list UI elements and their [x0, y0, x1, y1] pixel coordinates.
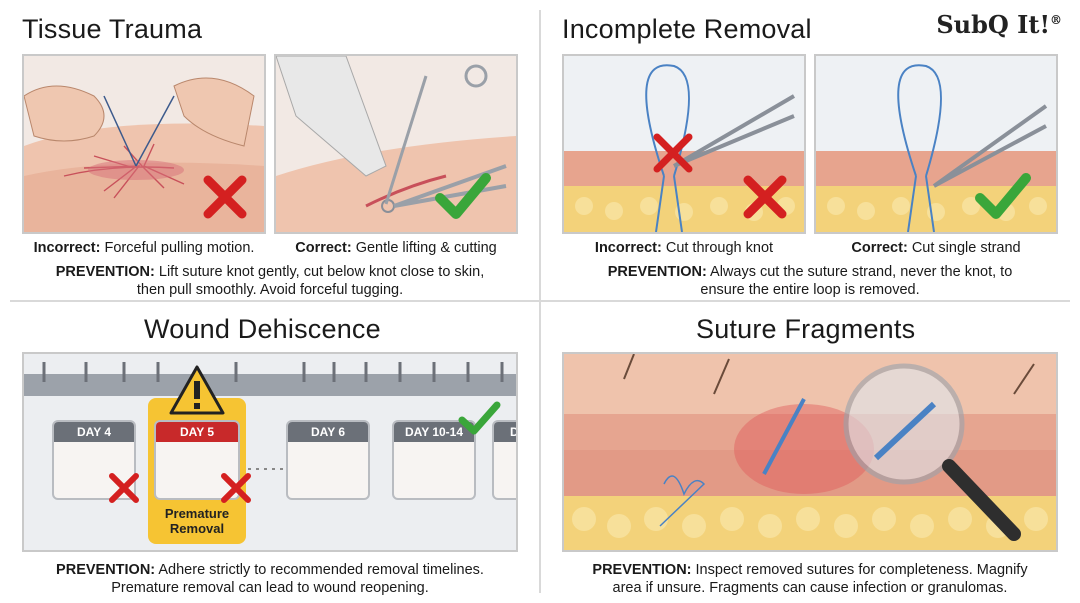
- incomplete-incorrect-caption: Incorrect: Cut through knot: [594, 240, 774, 256]
- correct-check-icon: [432, 168, 492, 224]
- horizontal-divider: [10, 300, 1070, 302]
- tissue-correct-illustration: [274, 54, 518, 234]
- warning-icon: [168, 364, 226, 416]
- day-card-10-14-header: DAY 10-14: [394, 422, 474, 442]
- day5-x-icon: [218, 470, 254, 506]
- tissue-correct-caption: Correct: Gentle lifting & cutting: [295, 240, 497, 256]
- day-card-6-header: DAY 6: [288, 422, 368, 442]
- suture-fragments-title: Suture Fragments: [696, 314, 916, 344]
- incomplete-correct-illustration: [814, 54, 1058, 234]
- incorrect-x-icon-2: [740, 172, 790, 222]
- dehiscence-prevention: PREVENTION: Adhere strictly to recommend…: [56, 562, 484, 596]
- brand-logo: SubQ It!®: [936, 10, 1062, 39]
- incomplete-removal-title: Incomplete Removal: [562, 14, 812, 44]
- tissue-trauma-title: Tissue Trauma: [22, 14, 203, 44]
- day-card-4-header: DAY 4: [54, 422, 134, 442]
- day-card-6: DAY 6: [286, 420, 370, 500]
- day-card-next-header: D: [494, 422, 516, 442]
- tissue-incorrect-caption: Incorrect: Forceful pulling motion.: [33, 240, 255, 256]
- day-card-10-14: DAY 10-14: [392, 420, 476, 500]
- incomplete-prevention: PREVENTION: Always cut the suture strand…: [607, 264, 1013, 298]
- wound-dehiscence-title: Wound Dehiscence: [144, 314, 381, 344]
- day-card-5-header: DAY 5: [156, 422, 238, 442]
- day-card-5: DAY 5: [154, 420, 240, 500]
- fragments-illustration: [562, 352, 1058, 552]
- correct-check-icon-2: [972, 168, 1032, 224]
- knot-x-icon: [650, 130, 696, 176]
- incomplete-correct-caption: Correct: Cut single strand: [851, 240, 1021, 256]
- day10-check-icon: [456, 398, 502, 438]
- day4-x-icon: [106, 470, 142, 506]
- incorrect-x-icon: [200, 172, 250, 222]
- tissue-prevention: PREVENTION: Lift suture knot gently, cut…: [55, 264, 485, 298]
- day-card-next: D: [492, 420, 516, 500]
- fragments-prevention: PREVENTION: Inspect removed sutures for …: [592, 562, 1028, 596]
